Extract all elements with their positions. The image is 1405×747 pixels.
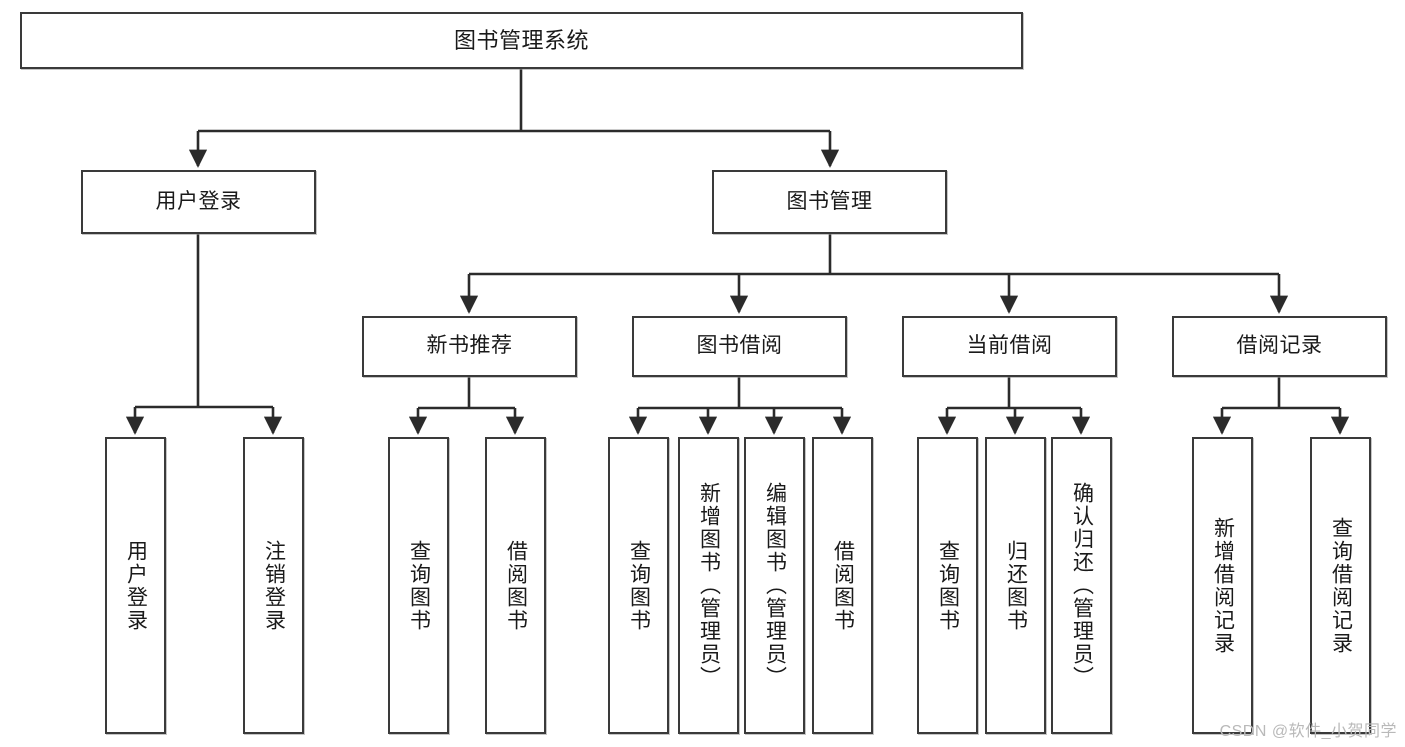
node-label: 查询借阅记录 bbox=[1329, 516, 1353, 655]
leaf-recommend-query-book[interactable]: 查询图书 bbox=[388, 437, 449, 734]
node-label: 借阅图书 bbox=[504, 539, 528, 632]
node-label: 新增借阅记录 bbox=[1211, 516, 1235, 655]
leaf-borrow-query-book[interactable]: 查询图书 bbox=[608, 437, 669, 734]
leaf-recommend-borrow-book[interactable]: 借阅图书 bbox=[485, 437, 546, 734]
node-label: 图书管理系统 bbox=[453, 27, 589, 53]
node-book-borrow[interactable]: 图书借阅 bbox=[632, 316, 847, 377]
leaf-current-query-book[interactable]: 查询图书 bbox=[917, 437, 978, 734]
leaf-user-login-logout[interactable]: 注销登录 bbox=[243, 437, 304, 734]
leaf-borrow-borrow-book[interactable]: 借阅图书 bbox=[812, 437, 873, 734]
node-label: 编辑图书（管理员） bbox=[763, 482, 787, 689]
node-borrow-record[interactable]: 借阅记录 bbox=[1172, 316, 1387, 377]
node-label: 借阅记录 bbox=[1236, 334, 1323, 358]
leaf-record-add-record[interactable]: 新增借阅记录 bbox=[1192, 437, 1253, 734]
node-user-login[interactable]: 用户登录 bbox=[81, 170, 316, 234]
leaf-record-query-record[interactable]: 查询借阅记录 bbox=[1310, 437, 1371, 734]
node-label: 查询图书 bbox=[936, 539, 960, 632]
leaf-current-confirm-return-admin[interactable]: 确认归还（管理员） bbox=[1051, 437, 1112, 734]
leaf-user-login-login[interactable]: 用户登录 bbox=[105, 437, 166, 734]
leaf-borrow-edit-book-admin[interactable]: 编辑图书（管理员） bbox=[744, 437, 805, 734]
node-label: 查询图书 bbox=[627, 539, 651, 632]
node-root-system[interactable]: 图书管理系统 bbox=[20, 12, 1023, 69]
node-label: 新书推荐 bbox=[426, 334, 513, 358]
node-label: 当前借阅 bbox=[966, 334, 1053, 358]
node-label: 归还图书 bbox=[1004, 539, 1028, 632]
node-label: 新增图书（管理员） bbox=[697, 482, 721, 689]
node-label: 注销登录 bbox=[262, 539, 286, 632]
node-label: 用户登录 bbox=[124, 539, 148, 632]
node-label: 图书管理 bbox=[786, 189, 873, 213]
node-label: 查询图书 bbox=[407, 539, 431, 632]
node-book-management[interactable]: 图书管理 bbox=[712, 170, 947, 234]
node-label: 图书借阅 bbox=[696, 334, 783, 358]
leaf-current-return-book[interactable]: 归还图书 bbox=[985, 437, 1046, 734]
node-label: 用户登录 bbox=[155, 189, 242, 213]
node-label: 借阅图书 bbox=[831, 539, 855, 632]
node-new-book-recommend[interactable]: 新书推荐 bbox=[362, 316, 577, 377]
node-current-borrow[interactable]: 当前借阅 bbox=[902, 316, 1117, 377]
leaf-borrow-add-book-admin[interactable]: 新增图书（管理员） bbox=[678, 437, 739, 734]
node-label: 确认归还（管理员） bbox=[1070, 482, 1094, 689]
watermark: CSDN @软件_小贺同学 bbox=[1219, 723, 1397, 740]
